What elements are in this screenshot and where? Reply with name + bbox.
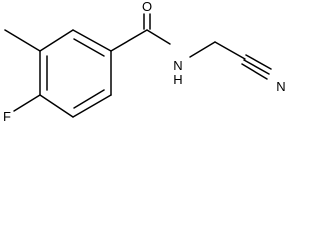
nh-ch2-bond: [189, 41, 216, 58]
ring-bond-c5-c6: [72, 94, 112, 118]
carbonyl-carbon-bond: [110, 29, 148, 52]
nitrile-triple-bond-2: [243, 59, 270, 75]
ch2-cn-bond: [214, 41, 246, 60]
ring-bond-c1-c2-inner: [73, 38, 105, 57]
amide-hydrogen-label: H: [173, 72, 182, 87]
nitrile-nitrogen-label: N: [276, 79, 285, 94]
methyl-bond: [4, 29, 41, 52]
amide-cn-bond: [146, 29, 171, 45]
fluorine-atom-label: F: [3, 109, 11, 124]
benzene-ring: [39, 29, 112, 118]
ring-bond-c2-c3: [39, 29, 74, 52]
ring-bond-c5-c6-inner: [73, 89, 105, 109]
chemical-structure-diagram: O N H N F: [3, 0, 286, 124]
amide-nitrogen-label: N: [173, 58, 182, 73]
nitrile-triple-bond-1: [245, 54, 272, 70]
ring-bond-c1-c2: [72, 29, 112, 52]
ring-bond-c4-c5: [39, 94, 74, 118]
oxygen-atom-label: O: [142, 0, 152, 14]
nitrile-triple-bond-3: [241, 63, 268, 80]
fluoro-bond: [13, 94, 41, 112]
